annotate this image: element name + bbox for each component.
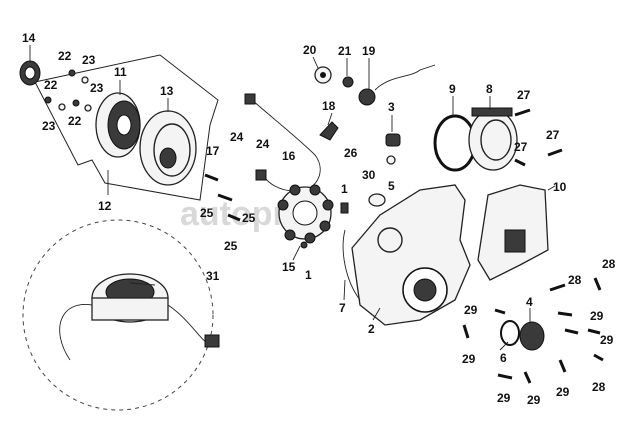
callout-11: 11	[114, 65, 127, 79]
callout-28: 28	[602, 257, 616, 271]
callout-21: 21	[338, 44, 352, 58]
flywheel-group-frame	[34, 54, 219, 201]
cap-3-part	[385, 133, 401, 165]
callout-labels: 14 22 23 11 22 23 13 23 22 12 20 21 19 9…	[22, 31, 616, 407]
callout-22: 22	[68, 114, 82, 128]
rotor-hub-part	[95, 92, 141, 158]
o-ring-6-part	[500, 320, 520, 346]
screws-washers-left	[44, 69, 92, 112]
callout-1: 1	[305, 268, 312, 282]
callout-12: 12	[98, 199, 112, 213]
callout-22: 22	[58, 49, 72, 63]
plug-4-part	[519, 321, 545, 351]
stator-assembly-part	[22, 219, 220, 411]
callout-29: 29	[464, 303, 478, 317]
callout-3: 3	[388, 100, 395, 114]
callout-10: 10	[553, 180, 567, 194]
callout-29: 29	[462, 352, 476, 366]
callout-29: 29	[497, 391, 511, 405]
oil-seal-part	[19, 60, 41, 86]
callout-8: 8	[486, 82, 493, 96]
callout-20: 20	[303, 43, 317, 57]
pin-1-part	[340, 202, 349, 214]
callout-29: 29	[590, 309, 604, 323]
bushing-30-part	[368, 193, 386, 207]
flywheel-part	[139, 110, 197, 186]
callout-31: 31	[206, 269, 220, 283]
callout-25: 25	[242, 211, 256, 225]
callout-23: 23	[82, 53, 96, 67]
callout-26: 26	[344, 146, 358, 160]
callout-24: 24	[256, 137, 270, 151]
callout-27: 27	[514, 140, 528, 154]
callout-2: 2	[368, 322, 375, 336]
washer-20-part	[314, 66, 332, 84]
side-cover-10-part	[477, 184, 549, 281]
callout-27: 27	[517, 88, 531, 102]
nut-21-part	[342, 76, 354, 88]
callout-15: 15	[282, 260, 296, 274]
callout-5: 5	[388, 179, 395, 193]
callout-17: 17	[206, 144, 220, 158]
wire-harness-16-part	[244, 93, 321, 192]
crankcase-cover-2-part	[342, 184, 471, 326]
callout-14: 14	[22, 31, 36, 45]
callout-4: 4	[526, 295, 533, 309]
callout-27: 27	[546, 128, 560, 142]
callout-7: 7	[339, 301, 346, 315]
callout-30: 30	[362, 168, 376, 182]
callout-22: 22	[44, 78, 58, 92]
callout-6: 6	[500, 351, 507, 365]
callout-13: 13	[160, 84, 174, 98]
callout-29: 29	[527, 393, 541, 407]
sensor-19-part	[358, 64, 436, 106]
bolts-group	[204, 108, 604, 384]
callout-28: 28	[592, 380, 606, 394]
callout-16: 16	[282, 149, 296, 163]
callout-19: 19	[362, 44, 376, 58]
callout-29: 29	[600, 333, 614, 347]
callout-23: 23	[42, 119, 56, 133]
bracket-18-part	[319, 121, 339, 141]
cover-8-part	[468, 107, 518, 171]
callout-24: 24	[230, 130, 244, 144]
callout-23: 23	[90, 81, 104, 95]
callout-1: 1	[341, 182, 348, 196]
callout-25: 25	[224, 239, 238, 253]
callout-28: 28	[568, 273, 582, 287]
callout-29: 29	[556, 385, 570, 399]
callout-18: 18	[322, 99, 336, 113]
callout-25: 25	[200, 206, 214, 220]
leader-lines	[29, 45, 556, 351]
callout-9: 9	[449, 82, 456, 96]
stator-coil-15-part	[277, 184, 334, 249]
